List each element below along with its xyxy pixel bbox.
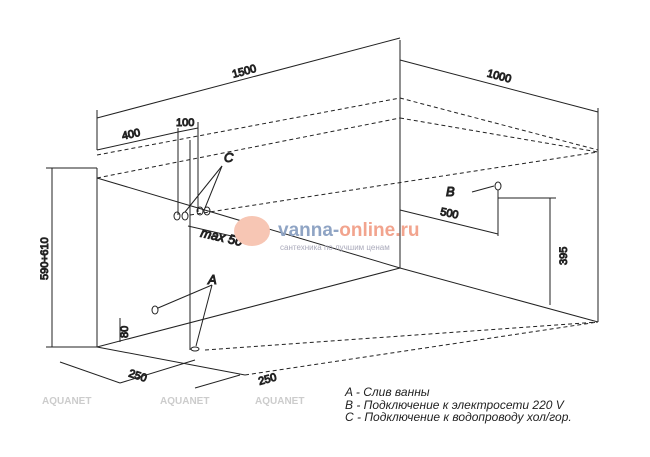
brand-watermark: AQUANET — [255, 396, 305, 407]
tub-outline — [46, 40, 599, 376]
dim-250-right: 250 — [257, 372, 278, 388]
drain-icon — [190, 346, 200, 352]
electric-point-icon — [494, 181, 502, 191]
marker-a: A — [207, 272, 217, 287]
water-inlet-icon — [196, 206, 204, 216]
connection-points — [151, 165, 502, 352]
dim-395: 395 — [558, 247, 570, 265]
logo-icon — [234, 216, 270, 246]
legend-c: C - Подключение к водопроводу хол/гор. — [345, 410, 572, 424]
brand-watermark: AQUANET — [42, 396, 92, 407]
water-inlet-icon — [181, 211, 189, 221]
dim-400: 400 — [121, 127, 141, 143]
legend-b: B - Подключение к электросети 220 V — [345, 397, 564, 412]
dim-500: 500 — [439, 206, 459, 222]
dim-length: 1500 — [231, 63, 258, 81]
dim-250-left: 250 — [127, 368, 148, 385]
dashed-outline — [96, 97, 599, 376]
legend: A - Слив ванны B - Подключение к электро… — [345, 386, 572, 424]
dimension-lines — [51, 37, 599, 389]
dim-height: 590÷610 — [39, 237, 51, 280]
dim-width: 1000 — [486, 68, 513, 86]
dim-80: 80 — [119, 326, 131, 338]
water-inlet-icon — [203, 206, 211, 216]
drain-point-icon — [151, 305, 159, 315]
site-watermark: vanna-online.ru сантехника по лучшим цен… — [234, 216, 419, 252]
marker-b: B — [446, 184, 455, 199]
marker-c: C — [224, 150, 234, 165]
legend-a: A - Слив ванны — [345, 385, 430, 399]
brand-watermark: AQUANET — [160, 396, 210, 407]
dim-100: 100 — [176, 117, 194, 129]
water-inlet-icon — [173, 211, 181, 221]
